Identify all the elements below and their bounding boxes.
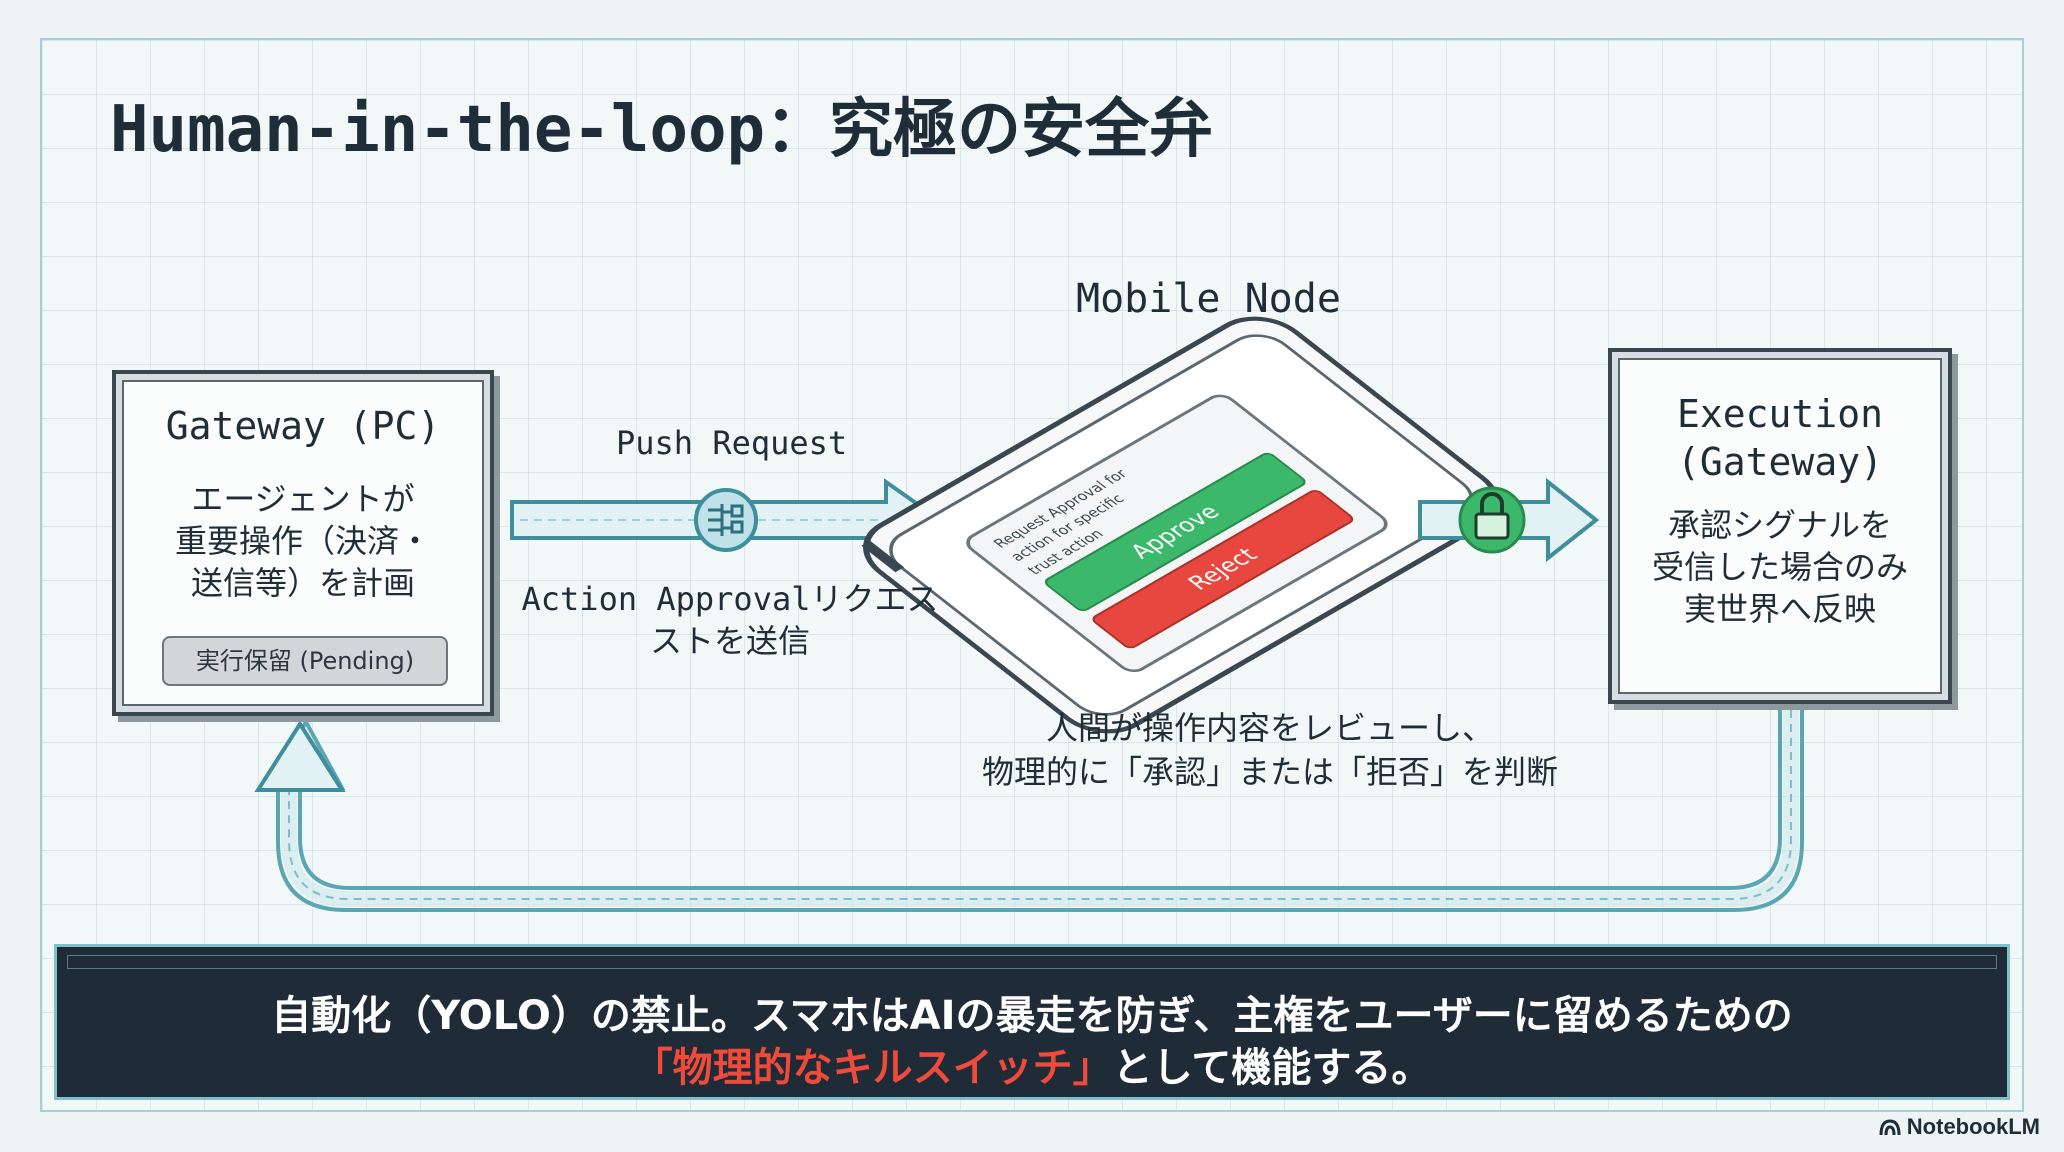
gateway-description: エージェントが 重要操作（決済・ 送信等）を計画 [174,480,431,602]
network-hub-icon [694,488,758,552]
approve-button-shape [1044,452,1306,612]
kill-switch-highlight: 「物理的なキルスイッチ」 [632,1045,1113,1091]
gateway-title: Gateway (PC) [165,404,441,448]
notebooklm-brand: NotebookLM [1879,1114,2040,1140]
push-request-label: Push Request [616,424,848,462]
page-title: Human-in-the-loop：究極の安全弁 [110,93,1214,167]
execution-description: 承認シグナルを 受信した場合のみ 実世界へ反映 [1651,506,1908,628]
lock-icon [1458,486,1526,554]
notebooklm-logo-icon [1879,1119,1901,1136]
banner-decor-strip [67,955,1997,969]
execution-box: Execution (Gateway) 承認シグナルを 受信した場合のみ 実世界… [1608,348,1952,704]
execution-title: Execution (Gateway) [1677,392,1883,484]
pending-status-badge: 実行保留 (Pending) [162,636,448,686]
banner-line-2: 「物理的なキルスイッチ」として機能する。 [57,1035,2007,1093]
mobile-node-label: Mobile Node [1076,276,1341,322]
human-review-caption: 人間が操作内容をレビューし、 物理的に「承認」または「拒否」を判断 [981,709,1558,791]
action-approval-description: Action Approvalリクエス ストを送信 [521,580,939,660]
summary-banner: 自動化（YOLO）の禁止。スマホはAIの暴走を防ぎ、主権をユーザーに留めるための… [54,944,2010,1100]
banner-line-1: 自動化（YOLO）の禁止。スマホはAIの暴走を防ぎ、主権をユーザーに留めるための [271,993,1793,1039]
brand-label: NotebookLM [1906,1114,2040,1139]
feedback-loop-arrow [254,706,1804,912]
mobile-phone [861,316,1500,734]
reject-button-shape [1092,490,1354,649]
gateway-box: Gateway (PC) エージェントが 重要操作（決済・ 送信等）を計画 実行… [112,370,494,716]
banner-line-2-rest: として機能する。 [1112,1045,1432,1091]
